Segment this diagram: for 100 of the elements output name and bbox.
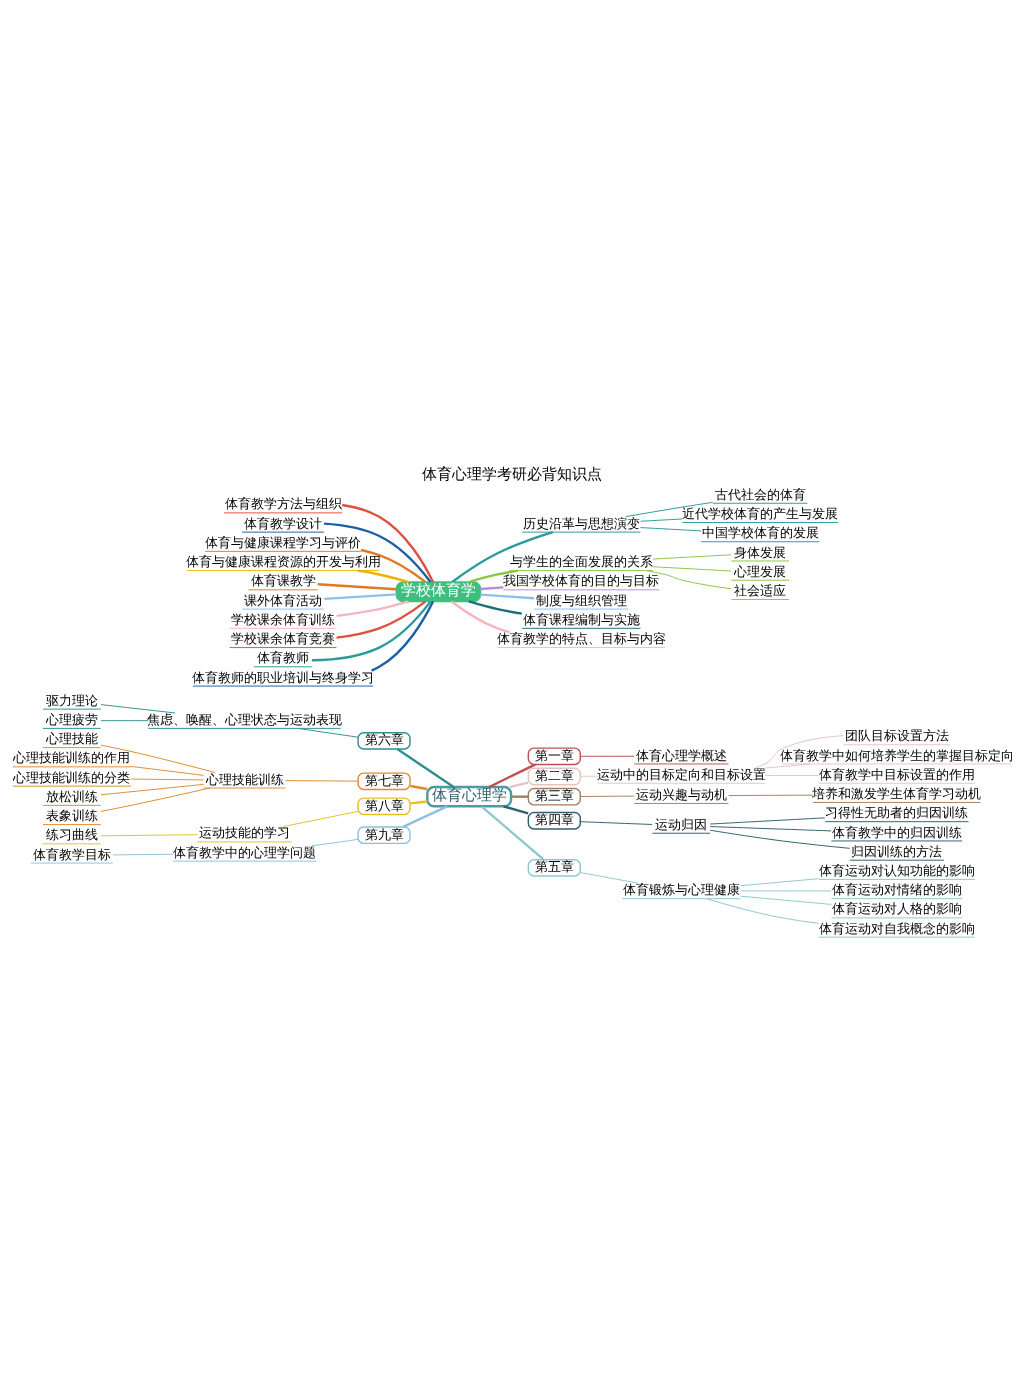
node-text: 驱力理论	[45, 692, 98, 708]
connector	[360, 548, 427, 583]
connector	[130, 778, 205, 780]
node-text: 体育运动对自我概念的影响	[818, 920, 975, 936]
connector	[480, 585, 504, 590]
node-text: 体育运动对情绪的影响	[831, 881, 962, 897]
connector	[580, 820, 653, 825]
node-text: 体育教学中的心理学问题	[173, 844, 317, 860]
connector	[511, 795, 529, 798]
node-box: 学校体育学	[395, 580, 482, 602]
connector	[297, 727, 359, 738]
connector	[755, 734, 844, 768]
node-text: 体育教学中的归因训练	[831, 824, 962, 840]
connector	[100, 719, 149, 721]
connector	[480, 592, 534, 599]
connector	[645, 569, 732, 589]
node-text: 心理技能训练的作用	[13, 749, 131, 765]
node-text: 心理技能训练	[205, 771, 284, 787]
connector	[580, 755, 635, 757]
connector	[480, 805, 545, 861]
node-text: 中国学校体育的发展	[701, 524, 819, 540]
connector	[130, 765, 205, 776]
connector	[402, 804, 448, 828]
node-text: 社会适应	[734, 582, 787, 598]
node-text: 运动兴趣与动机	[635, 786, 727, 802]
node-text: 古代社会的体育	[714, 486, 806, 502]
node-box: 第八章	[357, 796, 411, 815]
connector	[580, 795, 635, 797]
connector	[509, 780, 529, 788]
node-text: 体育教学目标	[32, 846, 111, 862]
node-text: 与学生的全面发展的关系	[509, 553, 653, 569]
connector	[451, 530, 554, 583]
diagram-title: 体育心理学考研必背知识点	[422, 464, 602, 483]
connector	[450, 600, 511, 633]
connector	[282, 810, 359, 827]
node-text: 体育锻炼与心理健康	[622, 881, 740, 897]
node-text: 练习曲线	[45, 826, 98, 842]
node-text: 培养和激发学生体育学习动机	[812, 785, 982, 801]
connector	[709, 825, 832, 831]
connector	[112, 853, 174, 855]
node-text: 近代学校体育的产生与发展	[682, 505, 839, 521]
node-text: 运动技能的学习	[199, 824, 291, 840]
connector	[317, 582, 397, 590]
node-text: 心理技能	[45, 730, 98, 746]
connector	[740, 877, 820, 886]
node-text: 历史沿革与思想演变	[522, 515, 640, 531]
connector	[652, 565, 732, 571]
node-text: 体育运动对人格的影响	[831, 900, 962, 916]
connector	[709, 816, 826, 824]
connector	[468, 568, 518, 583]
node-text: 运动归因	[655, 816, 708, 832]
connector	[311, 838, 359, 846]
node-text: 体育教师的职业培训与终身学习	[192, 669, 375, 685]
connector	[652, 553, 732, 560]
connector	[410, 784, 428, 790]
node-text: 体育心理学概述	[635, 747, 727, 763]
node-box: 第一章	[527, 746, 582, 765]
node-text: 表象训练	[45, 807, 98, 823]
connector	[285, 779, 359, 782]
node-text: 体育教学方法与组织	[224, 495, 342, 511]
connector	[625, 501, 714, 517]
connector	[342, 503, 435, 582]
connector	[410, 799, 428, 805]
connector	[311, 600, 432, 661]
node-text: 我国学校体育的目的与目标	[503, 572, 660, 588]
connector	[580, 775, 599, 777]
connector	[728, 794, 814, 796]
connector	[639, 518, 683, 522]
node-text: 体育教学设计	[244, 515, 323, 531]
node-text: 归因训练的方法	[851, 843, 943, 859]
connector	[709, 829, 851, 849]
connector	[357, 568, 409, 583]
connector	[100, 744, 216, 773]
connector	[324, 592, 397, 600]
connector	[503, 804, 529, 815]
node-box: 体育心理学	[426, 785, 513, 807]
node-text: 焦虑、唤醒、心理状态与运动表现	[147, 711, 343, 727]
connector	[336, 599, 409, 617]
connector	[100, 787, 211, 812]
connector	[639, 526, 702, 531]
connector	[740, 890, 832, 891]
connector	[740, 895, 832, 905]
node-text: 体育与健康课程资源的开发与利用	[185, 553, 381, 569]
node-text: 体育教师	[257, 649, 310, 665]
connector	[706, 897, 820, 924]
node-text: 体育运动对认知功能的影响	[818, 862, 975, 878]
node-text: 学校课余体育竞赛	[231, 630, 336, 646]
node-box: 第二章	[527, 767, 582, 785]
node-box: 第四章	[527, 811, 582, 830]
node-text: 身体发展	[734, 544, 787, 560]
node-text: 放松训练	[45, 788, 98, 804]
connector	[764, 763, 811, 769]
node-text: 习得性无助者的归因训练	[825, 804, 969, 820]
node-box: 第九章	[357, 825, 411, 844]
connector	[580, 871, 640, 884]
node-text: 心理技能训练的分类	[13, 769, 131, 785]
node-text: 体育教学的特点、目标与内容	[496, 630, 666, 646]
connector	[100, 833, 198, 836]
node-box: 第七章	[357, 771, 411, 790]
connector	[100, 783, 204, 795]
